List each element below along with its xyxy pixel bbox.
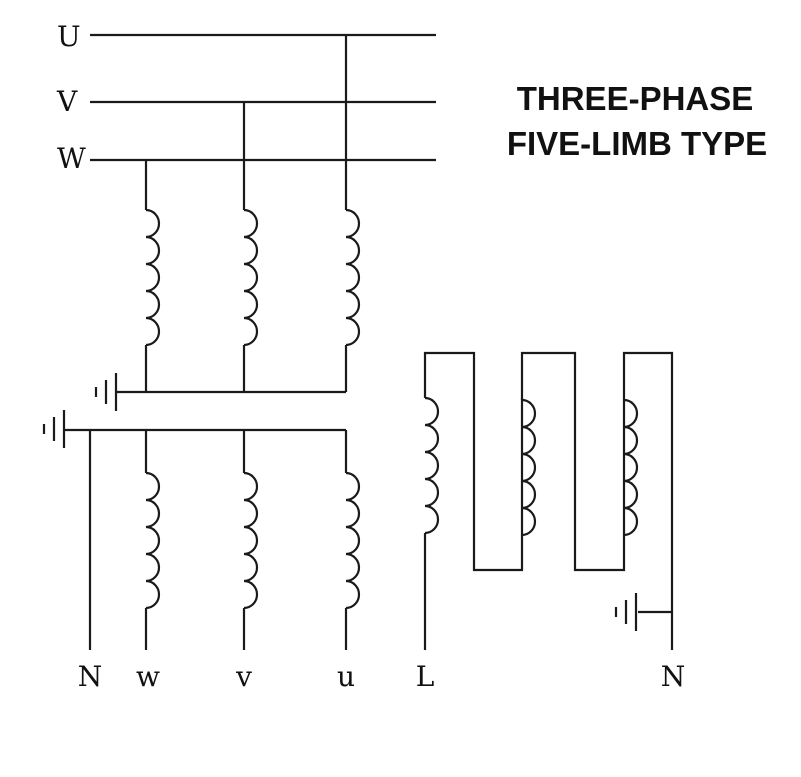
tertiary-winding — [423, 351, 674, 650]
inductor-coil-icon — [243, 471, 259, 610]
inductor-coil-icon — [243, 208, 259, 347]
line-label-w: W — [57, 142, 86, 175]
inductor-coil-icon — [345, 471, 361, 610]
terminal-label-tertiary-n: N — [661, 660, 686, 693]
secondary-winding-v — [242, 430, 259, 650]
secondary-winding-u — [344, 430, 361, 650]
title-line-1: THREE-PHASE — [517, 80, 754, 117]
inductor-coil-icon — [424, 396, 440, 535]
primary-winding-u — [344, 35, 361, 392]
primary-winding-w — [144, 160, 161, 392]
title-line-2: FIVE-LIMB TYPE — [507, 125, 767, 162]
line-label-v: V — [56, 85, 78, 118]
tertiary-serpentine-wire — [423, 351, 674, 650]
ground-icon — [42, 410, 66, 448]
secondary-winding-w — [144, 430, 161, 650]
primary-winding-v — [242, 102, 259, 392]
terminal-label-v: v — [235, 660, 252, 693]
terminal-label-l: L — [416, 660, 435, 693]
ground-icon — [614, 593, 638, 631]
terminal-label-u: u — [337, 660, 355, 693]
inductor-coil-icon — [145, 208, 161, 347]
inductor-coil-icon — [521, 398, 537, 537]
ground-icon — [94, 373, 118, 411]
line-label-u: U — [57, 20, 81, 53]
terminal-label-w: w — [136, 660, 160, 693]
terminal-label-n: N — [78, 660, 103, 693]
inductor-coil-icon — [345, 208, 361, 347]
inductor-coil-icon — [623, 398, 639, 537]
inductor-coil-icon — [145, 471, 161, 610]
